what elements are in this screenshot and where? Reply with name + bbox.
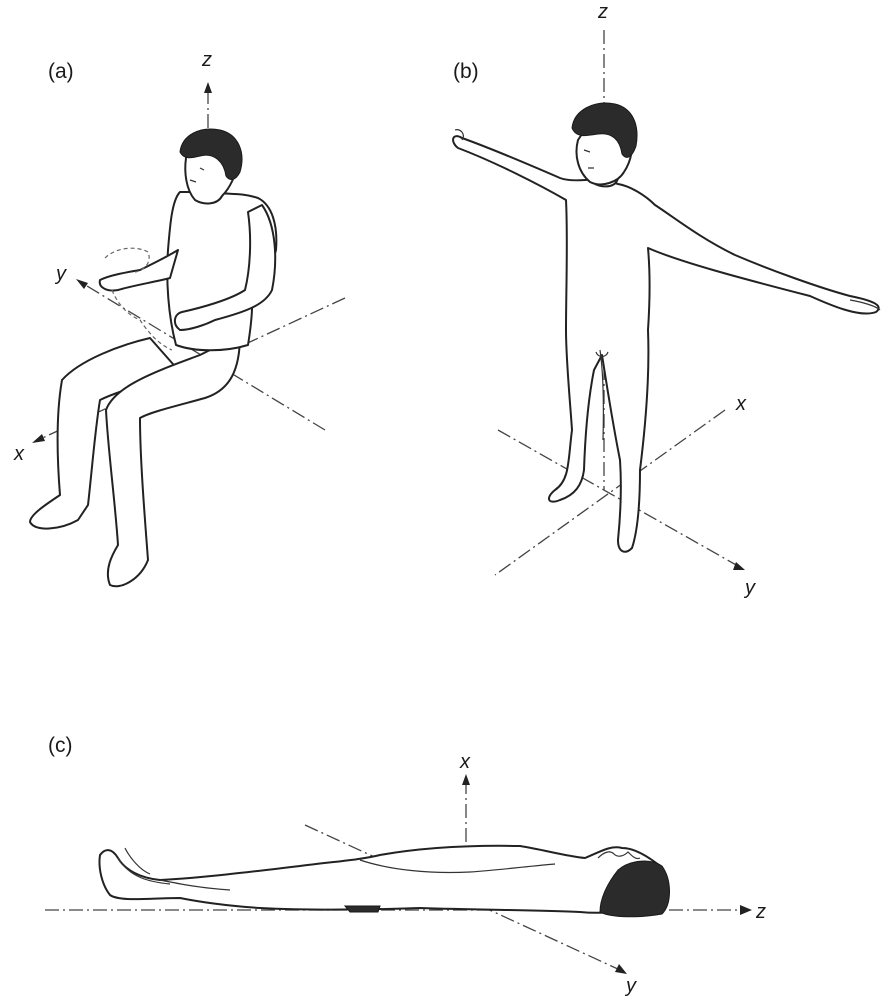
panel-a-y-arrow — [76, 279, 88, 289]
panel-c-x-arrow — [462, 774, 470, 785]
panel-c: (c) x z y — [45, 734, 766, 997]
panel-a-x-arrow — [32, 434, 45, 443]
standing-figure — [453, 103, 880, 552]
panel-b: (b) z x y — [453, 1, 880, 599]
panel-c-x-label: x — [459, 751, 471, 773]
panel-b-x-label: x — [735, 393, 747, 415]
panel-a-label: (a) — [48, 60, 74, 83]
seated-figure-arm-left — [100, 250, 178, 291]
panel-a-y-label: y — [54, 263, 67, 285]
standing-figure-body — [453, 136, 879, 552]
panel-c-label: (c) — [48, 734, 73, 757]
panel-a-z-label: z — [201, 49, 212, 71]
seated-figure — [30, 129, 276, 586]
lying-figure — [99, 846, 669, 917]
panel-c-z-arrow — [740, 905, 752, 915]
panel-c-z-label: z — [755, 901, 766, 923]
panel-b-z-label: z — [597, 1, 608, 23]
panel-b-y-arrow — [733, 562, 745, 570]
lying-figure-body — [99, 846, 666, 913]
panel-c-y-label: y — [624, 975, 637, 997]
lying-figure-shadow — [345, 906, 380, 912]
panel-a: (a) z x y — [13, 49, 345, 586]
panel-a-z-arrow — [204, 82, 212, 93]
panel-b-x-axis — [495, 410, 725, 575]
panel-c-y-arrow — [615, 964, 627, 974]
panel-b-y-label: y — [743, 577, 756, 599]
panel-a-x-label: x — [13, 443, 25, 465]
panel-b-label: (b) — [453, 60, 479, 83]
